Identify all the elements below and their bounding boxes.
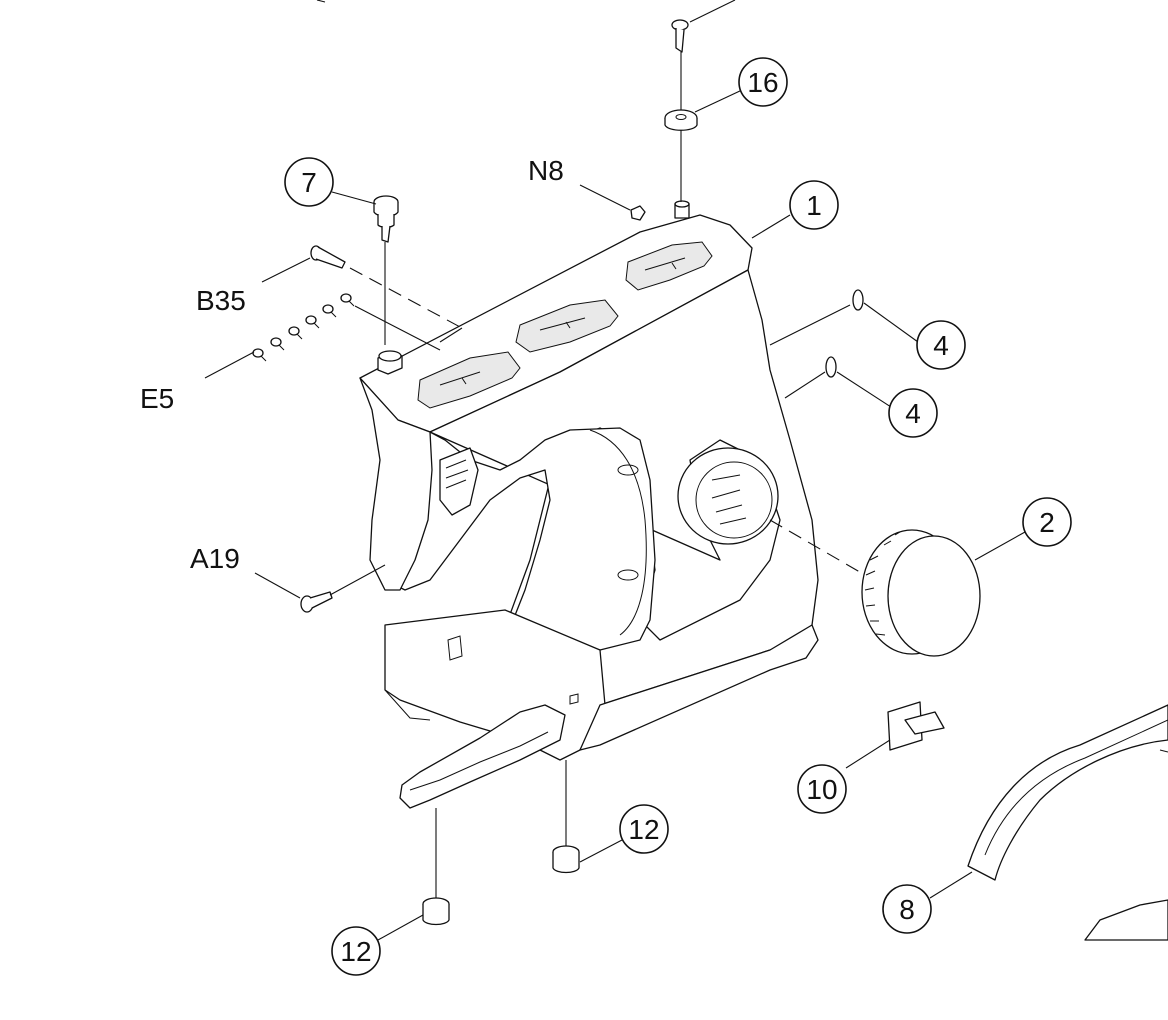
callout-12-left-text: 12 xyxy=(340,936,371,967)
screw-a19 xyxy=(254,564,386,613)
callout-8: 8 xyxy=(882,884,932,934)
top-screw xyxy=(671,0,736,202)
label-b35: B35 xyxy=(196,285,246,316)
callout-12-right: 12 xyxy=(619,804,669,854)
screws-e5 xyxy=(204,293,441,379)
main-housing xyxy=(359,200,819,809)
callout-7: 7 xyxy=(284,157,334,207)
callout-16: 16 xyxy=(738,57,788,107)
callout-12-left: 12 xyxy=(331,926,381,976)
callout-4-lower-text: 4 xyxy=(905,398,921,429)
foot-12-right xyxy=(552,760,623,874)
callout-4-upper: 4 xyxy=(916,320,966,370)
callout-1-text: 1 xyxy=(806,190,822,221)
callout-1: 1 xyxy=(751,180,839,239)
cap-4-upper xyxy=(769,289,919,346)
label-n8: N8 xyxy=(528,155,564,186)
callout-16-text: 16 xyxy=(747,67,778,98)
screw-7 xyxy=(331,191,399,345)
callout-2: 2 xyxy=(1022,497,1072,547)
callout-4-lower: 4 xyxy=(888,388,938,438)
callout-10: 10 xyxy=(797,764,847,814)
foot-12-left xyxy=(377,808,450,941)
cap-4-lower xyxy=(784,356,892,408)
hand-wheel-2 xyxy=(769,519,1026,657)
callout-2-text: 2 xyxy=(1039,507,1055,538)
callout-7-text: 7 xyxy=(301,167,317,198)
cover-8 xyxy=(929,704,1168,941)
label-a19: A19 xyxy=(190,543,240,574)
washer-16 xyxy=(664,89,743,131)
callout-12-right-text: 12 xyxy=(628,814,659,845)
label-e5: E5 xyxy=(140,383,174,414)
callout-10-text: 10 xyxy=(806,774,837,805)
callout-4-upper-text: 4 xyxy=(933,330,949,361)
callout-8-text: 8 xyxy=(899,894,915,925)
clip-10 xyxy=(845,701,945,769)
screw-b35 xyxy=(261,245,463,343)
nut-n8 xyxy=(579,184,646,221)
